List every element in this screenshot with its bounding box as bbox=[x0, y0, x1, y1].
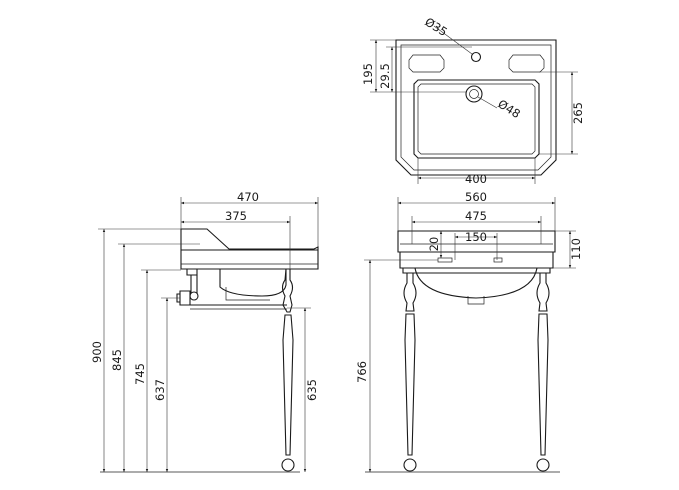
label-265: 265 bbox=[571, 102, 585, 124]
front-leg-side bbox=[281, 268, 294, 313]
bowl-inner-line bbox=[417, 83, 536, 155]
overflow-slot-right bbox=[493, 257, 503, 263]
label-635: 635 bbox=[305, 379, 319, 401]
waste-front bbox=[467, 296, 485, 305]
bowl-underside-front bbox=[414, 267, 538, 299]
tap-hole bbox=[470, 51, 482, 63]
label-waste-dia: Ø48 bbox=[495, 97, 523, 121]
front-leg-foot-side bbox=[281, 458, 295, 472]
plan-view: Ø35 195 29.5 Ø48 265 400 bbox=[361, 15, 585, 186]
right-leg-top-front bbox=[536, 272, 550, 312]
label-475: 475 bbox=[465, 209, 487, 223]
front-leg-shaft-side bbox=[282, 314, 294, 456]
label-637: 637 bbox=[153, 379, 167, 401]
label-195: 195 bbox=[361, 63, 375, 85]
label-560: 560 bbox=[465, 190, 487, 204]
tap-deck-left bbox=[408, 54, 445, 73]
basin-outline-plan bbox=[395, 39, 557, 176]
trap-side bbox=[225, 287, 270, 301]
label-150: 150 bbox=[465, 230, 487, 244]
label-845: 845 bbox=[110, 349, 124, 371]
label-470: 470 bbox=[237, 190, 259, 204]
right-leg-foot-front bbox=[536, 458, 550, 472]
left-leg-shaft-front bbox=[404, 313, 416, 456]
leader-waste bbox=[477, 96, 498, 109]
label-745: 745 bbox=[133, 363, 147, 385]
waste-outlet bbox=[465, 85, 483, 103]
basin-inner-rim-plan bbox=[400, 44, 552, 171]
label-375: 375 bbox=[225, 209, 247, 223]
bowl-underside-side bbox=[219, 269, 287, 297]
label-29-5: 29.5 bbox=[378, 63, 392, 89]
tap-deck-right bbox=[508, 54, 545, 73]
leader-tap-hole bbox=[433, 25, 473, 55]
front-view: 560 475 20 150 110 766 bbox=[355, 190, 583, 473]
waste-outlet-inner bbox=[469, 89, 479, 99]
frame-top-rail-side bbox=[186, 268, 198, 276]
basin-side-profile bbox=[180, 228, 319, 270]
left-leg-foot-front bbox=[403, 458, 417, 472]
back-knob bbox=[189, 291, 199, 301]
label-hole-dia: Ø35 bbox=[422, 15, 450, 39]
label-400: 400 bbox=[465, 172, 487, 186]
label-900: 900 bbox=[90, 341, 104, 363]
frame-rail-front bbox=[402, 267, 551, 274]
label-110: 110 bbox=[569, 238, 583, 260]
side-view: 470 375 900 845 745 637 635 bbox=[90, 190, 319, 473]
overflow-slot-front bbox=[437, 257, 453, 263]
label-20: 20 bbox=[427, 237, 441, 252]
left-leg-top-front bbox=[403, 272, 417, 312]
right-leg-shaft-front bbox=[537, 313, 549, 456]
label-766: 766 bbox=[355, 361, 369, 383]
